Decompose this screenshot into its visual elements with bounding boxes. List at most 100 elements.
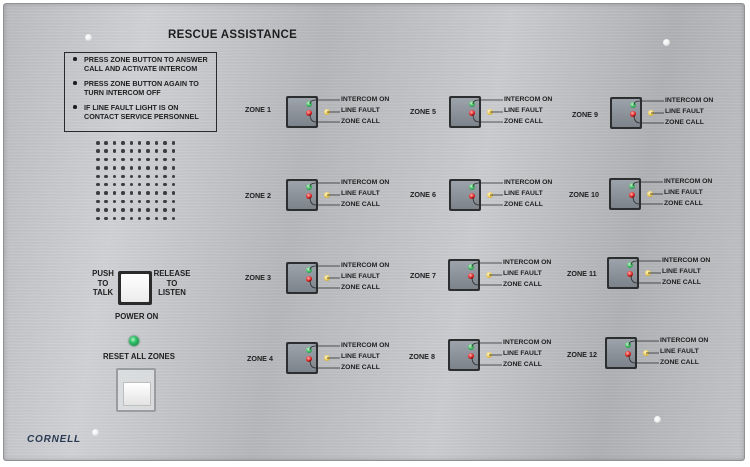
- zone-call-led: [469, 193, 475, 199]
- line-fault-label: LINE FAULT: [664, 189, 703, 196]
- speaker-hole: [154, 208, 159, 212]
- zone-call-led: [468, 273, 474, 279]
- speaker-hole: [112, 141, 117, 145]
- speaker-hole: [163, 182, 167, 187]
- speaker-hole: [121, 166, 125, 170]
- reset-all-zones-label: RESET ALL ZONES: [103, 352, 175, 361]
- speaker-hole: [154, 141, 159, 145]
- reset-all-zones-button[interactable]: [116, 368, 156, 412]
- line-fault-label: LINE FAULT: [503, 350, 542, 357]
- screw-bottom-left: [92, 429, 99, 436]
- indicator-leader-lines: [471, 262, 502, 286]
- indicator-leader-lines: [628, 340, 659, 364]
- intercom-on-led: [627, 262, 633, 268]
- speaker-hole: [163, 199, 167, 204]
- zone-12-label: ZONE 12: [567, 350, 597, 359]
- speaker-hole: [104, 157, 108, 162]
- panel-title: RESCUE ASSISTANCE: [168, 29, 298, 41]
- speaker-hole: [121, 216, 125, 221]
- speaker-hole: [171, 157, 176, 162]
- speaker-hole: [121, 182, 125, 187]
- zone-5-button[interactable]: [449, 96, 481, 128]
- zone-9-station: INTERCOM ON LINE FAULT ZONE CALL: [610, 97, 730, 133]
- intercom-on-led: [306, 101, 312, 107]
- line-fault-label: LINE FAULT: [665, 108, 704, 115]
- speaker-hole: [163, 208, 167, 212]
- zone-4-button[interactable]: [286, 342, 318, 374]
- intercom-on-label: INTERCOM ON: [660, 337, 709, 344]
- intercom-on-led: [468, 264, 474, 270]
- zone-call-label: ZONE CALL: [341, 118, 380, 125]
- speaker-hole: [112, 216, 117, 221]
- speaker-hole: [171, 149, 176, 153]
- brand-logo: CORNELL: [27, 434, 81, 445]
- zone-10-station: INTERCOM ON LINE FAULT ZONE CALL: [609, 178, 729, 214]
- zone-8-label: ZONE 8: [409, 352, 435, 361]
- speaker-hole: [171, 141, 176, 145]
- zone-6-label: ZONE 6: [410, 190, 436, 199]
- zone-call-label: ZONE CALL: [503, 361, 542, 368]
- speaker-hole: [112, 208, 117, 212]
- indicator-leader-lines: [632, 181, 663, 205]
- speaker-hole: [104, 174, 108, 179]
- power-led: [129, 336, 139, 346]
- speaker-hole: [146, 157, 150, 162]
- intercom-on-led: [306, 347, 312, 353]
- speaker-hole: [112, 149, 117, 153]
- speaker-hole: [146, 141, 150, 145]
- zone-call-led: [629, 192, 635, 198]
- zone-8-station: INTERCOM ON LINE FAULT ZONE CALL: [448, 339, 568, 375]
- zone-5-label: ZONE 5: [410, 107, 436, 116]
- speaker-hole: [121, 191, 125, 195]
- zone-1-station: INTERCOM ON LINE FAULT ZONE CALL: [286, 96, 406, 132]
- intercom-on-led: [625, 342, 631, 348]
- speaker-hole: [96, 199, 100, 204]
- intercom-on-led: [629, 183, 635, 189]
- intercom-on-led: [306, 184, 312, 190]
- zone-6-station: INTERCOM ON LINE FAULT ZONE CALL: [449, 179, 569, 215]
- intercom-on-label: INTERCOM ON: [341, 179, 390, 186]
- speaker-hole: [163, 157, 167, 162]
- zone-3-button[interactable]: [286, 262, 318, 294]
- speaker-hole: [129, 166, 134, 170]
- instructions-box: PRESS ZONE BUTTON TO ANSWER CALL AND ACT…: [64, 52, 217, 132]
- zone-call-led: [306, 193, 312, 199]
- speaker-hole: [96, 157, 100, 162]
- speaker-hole: [171, 199, 176, 204]
- indicator-leader-lines: [471, 342, 502, 366]
- speaker-hole: [146, 208, 150, 212]
- indicator-leader-lines: [633, 100, 664, 124]
- intercom-on-led: [469, 184, 475, 190]
- push-to-talk-button[interactable]: [118, 271, 152, 305]
- speaker-hole: [104, 191, 108, 195]
- speaker-hole: [104, 182, 108, 187]
- line-fault-label: LINE FAULT: [660, 348, 699, 355]
- speaker-hole: [163, 166, 167, 170]
- speaker-hole: [96, 208, 100, 212]
- speaker-hole: [171, 182, 176, 187]
- zone-10-label: ZONE 10: [569, 190, 599, 199]
- intercom-on-label: INTERCOM ON: [504, 96, 553, 103]
- intercom-on-led: [306, 267, 312, 273]
- speaker-hole: [154, 149, 159, 153]
- speaker-hole: [104, 199, 108, 204]
- speaker-hole: [137, 149, 142, 153]
- line-fault-label: LINE FAULT: [504, 190, 543, 197]
- screw-bottom-right: [654, 416, 661, 423]
- speaker-hole: [137, 208, 142, 212]
- intercom-on-label: INTERCOM ON: [341, 96, 390, 103]
- indicator-leader-lines: [309, 345, 340, 369]
- speaker-hole: [154, 199, 159, 204]
- zone-call-label: ZONE CALL: [665, 119, 704, 126]
- speaker-hole: [121, 174, 125, 179]
- speaker-hole: [171, 216, 176, 221]
- speaker-hole: [96, 149, 100, 153]
- speaker-hole: [146, 216, 150, 221]
- zone-3-label: ZONE 3: [245, 273, 271, 282]
- line-fault-label: LINE FAULT: [341, 107, 380, 114]
- power-on-label: POWER ON: [115, 312, 159, 321]
- speaker-hole: [146, 199, 150, 204]
- speaker-hole: [137, 182, 142, 187]
- zone-call-label: ZONE CALL: [504, 201, 543, 208]
- speaker-hole: [163, 216, 167, 221]
